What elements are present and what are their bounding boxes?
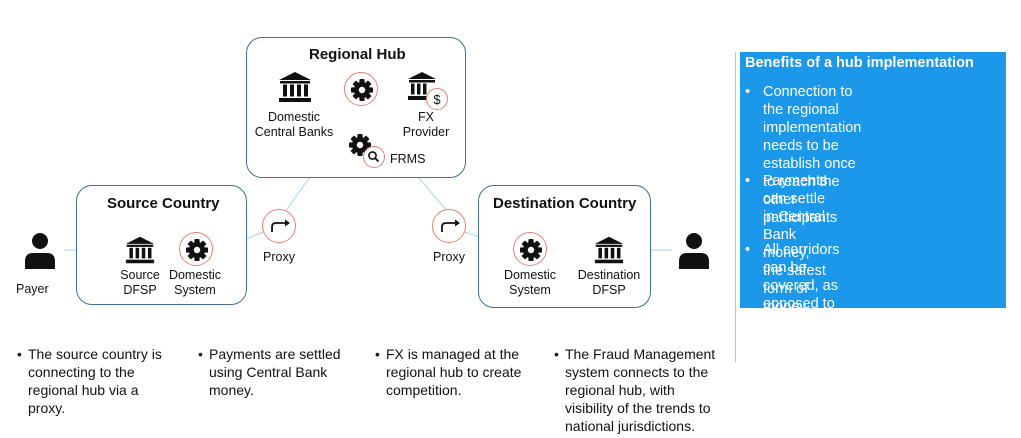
payee-person-icon — [679, 233, 709, 269]
source-system-node — [179, 232, 213, 266]
destination-dfsp-bank-icon — [594, 236, 624, 264]
bank-icon — [279, 72, 311, 102]
search-icon — [368, 151, 380, 163]
regional-hub-title: Regional Hub — [309, 46, 406, 63]
proxy-arrow-icon — [441, 219, 460, 232]
payer-person-icon — [25, 233, 55, 269]
hub-gear-node — [344, 72, 378, 106]
source-country-box — [76, 185, 247, 305]
separator-line — [735, 52, 736, 362]
fx-bank-icon — [408, 72, 436, 100]
destination-country-title: Destination Country — [493, 195, 637, 212]
fx-provider-label: FX Provider — [402, 110, 450, 139]
central-banks-label: Domestic Central Banks — [254, 110, 334, 139]
destination-dfsp-label: Destination DFSP — [577, 268, 641, 297]
frms-label: FRMS — [390, 152, 426, 166]
gear-icon — [520, 239, 542, 261]
search-badge — [363, 146, 385, 168]
proxy-right-node — [432, 209, 466, 243]
payer-label: Payer — [16, 282, 49, 296]
dollar-badge: $ — [426, 88, 448, 110]
proxy-right-label: Proxy — [433, 250, 465, 264]
proxy-left-label: Proxy — [263, 250, 295, 264]
source-system-label: Domestic System — [168, 268, 222, 297]
source-country-title: Source Country — [107, 195, 220, 212]
svg-text:$: $ — [433, 92, 441, 107]
benefits-panel: Benefits of a hub implementation • Conne… — [740, 52, 1006, 384]
benefits-title: Benefits of a hub implementation — [745, 55, 974, 71]
source-dfsp-bank-icon — [125, 236, 155, 264]
proxy-arrow-icon — [271, 219, 290, 232]
proxy-left-node — [262, 209, 296, 243]
destination-system-node — [513, 232, 547, 266]
dollar-icon: $ — [433, 92, 441, 107]
destination-system-label: Domestic System — [503, 268, 557, 297]
source-dfsp-label: Source DFSP — [120, 268, 160, 297]
gear-icon — [186, 239, 208, 261]
gear-icon — [351, 79, 373, 101]
